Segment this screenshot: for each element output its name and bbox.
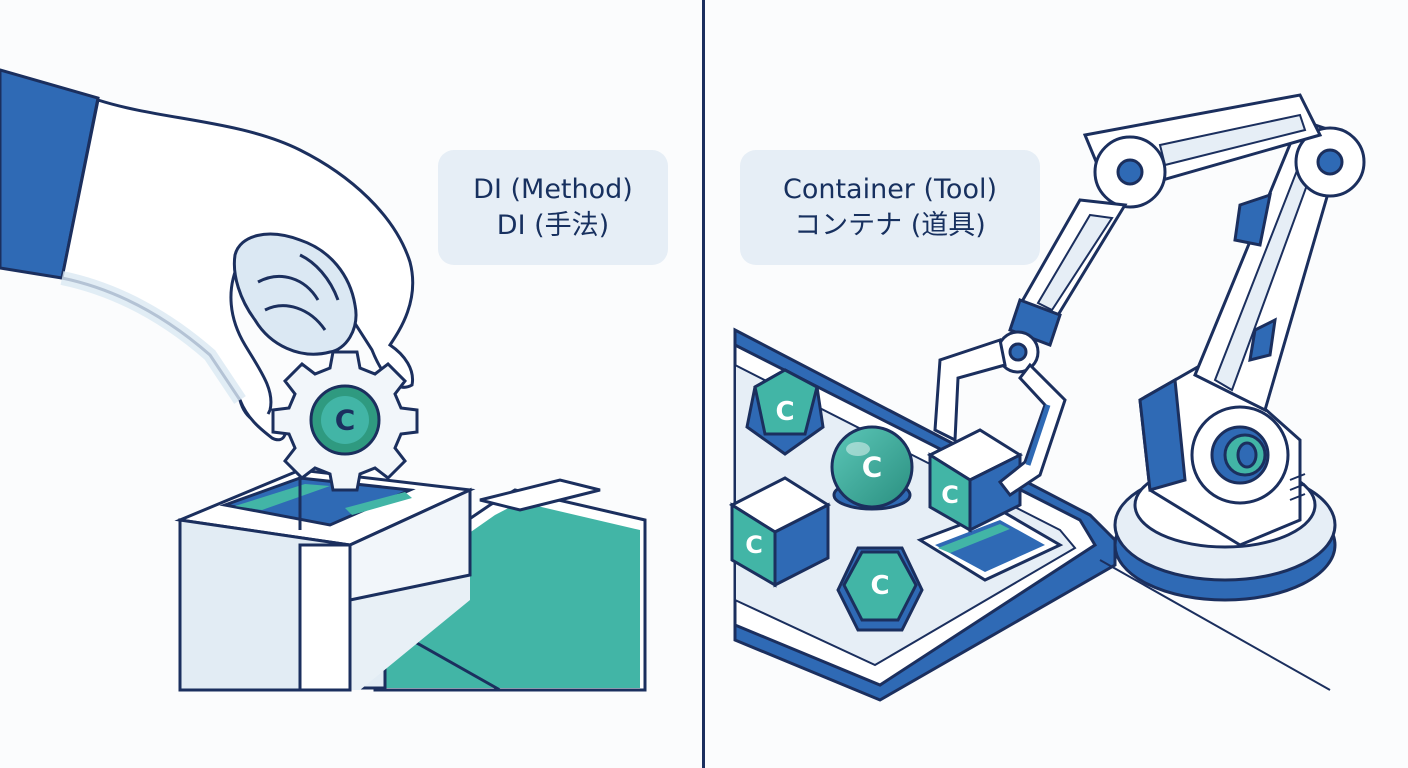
gear-letter: C (335, 404, 356, 437)
cube-icon: C (728, 476, 832, 588)
tray-icon (733, 327, 1117, 702)
sphere-icon: C (830, 425, 914, 511)
container-label-line1: Container (Tool) (782, 173, 998, 205)
component-letter: C (870, 571, 889, 601)
robot-arm-icon (933, 93, 1366, 602)
hand-icon (0, 68, 415, 442)
socket-block-icon (174, 468, 476, 692)
component-letter: C (941, 481, 959, 509)
component-letter: C (775, 397, 794, 427)
hexagon-icon: C (745, 368, 825, 456)
cube-icon: C (926, 428, 1024, 533)
method-label-line2: DI (手法) (496, 209, 610, 241)
container-label-line2: コンテナ (道具) (794, 209, 986, 241)
hexagon-icon: C (836, 546, 924, 632)
component-letter: C (745, 531, 763, 559)
component-letter: C (862, 451, 883, 484)
method-label: DI (Method) DI (手法) (438, 150, 668, 265)
panel-divider (702, 0, 705, 768)
method-label-line1: DI (Method) (473, 173, 633, 205)
gear-icon: C (271, 350, 419, 492)
container-label: Container (Tool) コンテナ (道具) (740, 150, 1040, 265)
